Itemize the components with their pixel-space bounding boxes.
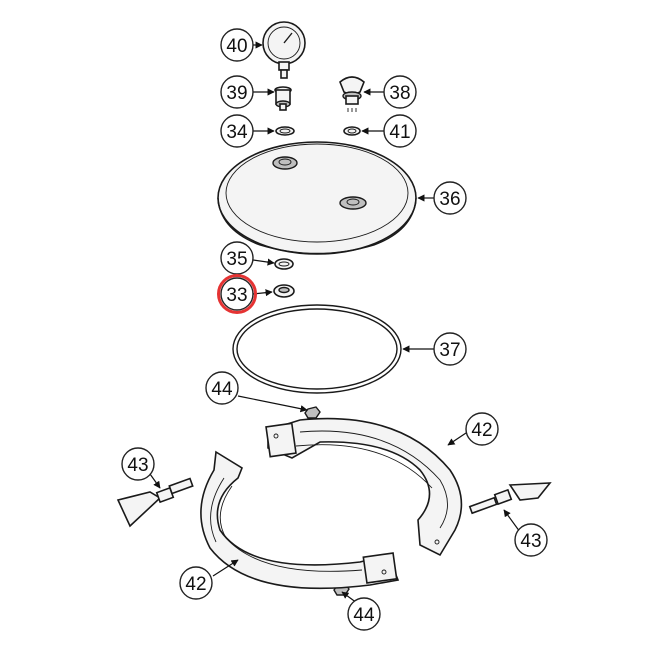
pressure-gauge-part xyxy=(262,21,306,79)
lid-o-ring-part xyxy=(232,304,402,394)
air-relief-valve-part xyxy=(339,76,365,112)
highlight-ring xyxy=(217,274,257,314)
callout-43-right-label: 43 xyxy=(520,531,541,552)
callout-37: 37 xyxy=(433,332,467,366)
callout-44-upper-label: 44 xyxy=(211,379,233,400)
callout-34-label: 34 xyxy=(226,122,248,143)
callout-36-label: 36 xyxy=(439,189,460,210)
callout-43-right: 43 xyxy=(514,523,548,557)
clamp-half-upper-part xyxy=(265,417,463,557)
callout-40: 40 xyxy=(220,28,254,62)
callout-35: 35 xyxy=(220,241,254,275)
callout-42-lower: 42 xyxy=(179,566,213,600)
callout-36: 36 xyxy=(433,181,467,215)
callout-38-label: 38 xyxy=(389,83,410,104)
clamp-knob-left-part xyxy=(116,477,194,528)
callout-42-upper: 42 xyxy=(465,412,499,446)
washer-35-part xyxy=(274,258,294,270)
callout-33-label: 33 xyxy=(226,285,247,306)
callout-43-left-label: 43 xyxy=(127,455,148,476)
callout-35-label: 35 xyxy=(226,249,247,270)
callout-39: 39 xyxy=(220,75,254,109)
callout-40-label: 40 xyxy=(226,36,247,57)
callout-41-label: 41 xyxy=(389,122,410,143)
o-ring-41-part xyxy=(343,126,361,136)
callout-41: 41 xyxy=(383,114,417,148)
callout-33-highlighted: 33 xyxy=(217,274,257,314)
clamp-knob-right-part xyxy=(468,482,552,515)
callout-44-upper: 44 xyxy=(205,371,239,405)
callout-38: 38 xyxy=(383,75,417,109)
fitting-part xyxy=(274,86,292,111)
callout-44-lower-label: 44 xyxy=(353,605,375,626)
o-ring-34-part xyxy=(275,126,295,136)
washer-33-part xyxy=(273,284,295,298)
filter-lid-part xyxy=(217,141,417,255)
clamp-half-lower-part xyxy=(200,450,400,590)
callout-43-left: 43 xyxy=(121,447,155,481)
callout-34: 34 xyxy=(220,114,254,148)
callout-39-label: 39 xyxy=(226,83,247,104)
nut-upper-part xyxy=(304,406,321,419)
callout-42-lower-label: 42 xyxy=(185,574,206,595)
callout-37-label: 37 xyxy=(439,340,460,361)
callout-42-upper-label: 42 xyxy=(471,420,492,441)
callout-44-lower: 44 xyxy=(347,597,381,631)
